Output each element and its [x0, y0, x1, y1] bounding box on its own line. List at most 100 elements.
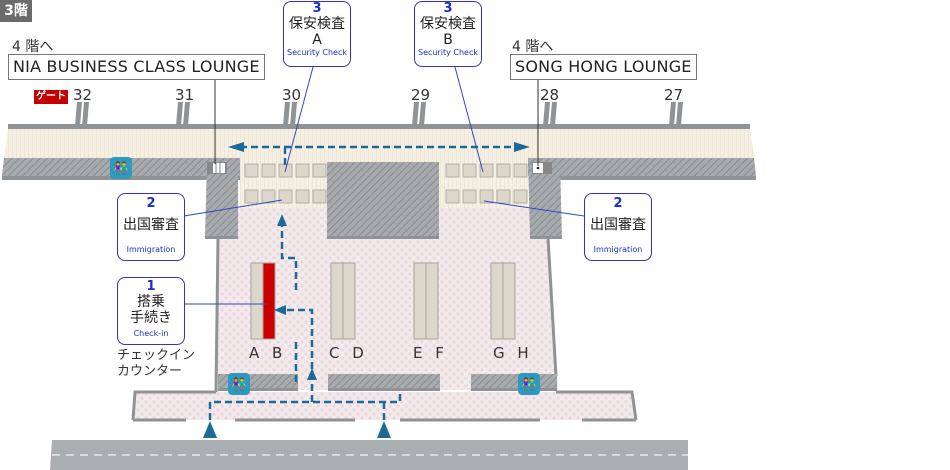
- callout-leaders: [183, 66, 585, 305]
- callout-en: Check-in: [133, 329, 169, 338]
- counter-desk: [250, 262, 264, 340]
- lounge-song-hong[interactable]: SONG HONG LOUNGE: [510, 54, 697, 80]
- security-desk: [312, 189, 327, 204]
- security-desk: [479, 163, 494, 178]
- security-desk: [479, 189, 494, 204]
- security-desk: [261, 189, 276, 204]
- wall-segment: [471, 374, 557, 388]
- central-block: [327, 162, 439, 238]
- security-desk: [445, 163, 460, 178]
- floor-badge: 3階: [0, 0, 32, 22]
- security-desk: [295, 163, 310, 178]
- upstairs-label: 4 階へ: [12, 39, 54, 55]
- counter-island-cd[interactable]: [330, 262, 356, 340]
- counter-island-ef[interactable]: [413, 262, 439, 340]
- lounge-nia-business[interactable]: NIA BUSINESS CLASS LOUNGE: [8, 54, 265, 80]
- security-desk: [295, 189, 310, 204]
- route-arrows: [208, 145, 518, 420]
- security-desk: [312, 163, 327, 178]
- upstairs-label: 4 階へ: [512, 39, 554, 55]
- gate-tag: ゲート: [34, 90, 68, 104]
- restroom-icon: 👫: [518, 373, 540, 395]
- wall-segment: [328, 374, 440, 388]
- callout-title: 出国審査: [590, 217, 646, 233]
- callout-title: 保安検査: [289, 16, 345, 32]
- step-number: 2: [146, 196, 156, 211]
- security-desks: [244, 163, 528, 204]
- callout-en: Immigration: [593, 245, 643, 254]
- security-desk: [496, 189, 511, 204]
- gate-27[interactable]: 27: [664, 86, 684, 104]
- counter-desk: [413, 262, 427, 340]
- callout-immigration-left[interactable]: 2 出国審査 Immigration: [117, 193, 185, 261]
- gate-29[interactable]: 29: [411, 86, 431, 104]
- callout-en: Security Check: [286, 48, 347, 57]
- counter-island-gh[interactable]: [490, 262, 516, 340]
- elevator-icon: [207, 162, 227, 174]
- counter-label-ab[interactable]: A B: [249, 344, 287, 362]
- callout-immigration-right[interactable]: 2 出国審査 Immigration: [584, 193, 652, 261]
- route-arrow: [203, 421, 217, 438]
- callout-sub: A: [312, 32, 322, 48]
- route-arrow: [514, 142, 530, 152]
- step-number: 3: [312, 1, 322, 16]
- security-desk: [244, 163, 259, 178]
- route-arrow: [277, 214, 287, 226]
- checkin-counters: [250, 262, 516, 340]
- callout-title: 保安検査: [420, 16, 476, 32]
- counter-desk: [490, 262, 504, 340]
- security-desk: [462, 163, 477, 178]
- restroom-icon: 👫: [228, 373, 250, 395]
- checkin-counter-label: チェックイン カウンター: [117, 348, 195, 380]
- callout-en: Security Check: [417, 48, 478, 57]
- security-desk: [261, 163, 276, 178]
- security-desk: [496, 163, 511, 178]
- gate-connectors: [75, 102, 683, 126]
- callout-title: 出国審査: [123, 217, 179, 233]
- counter-label-ef[interactable]: E F: [413, 344, 448, 362]
- route-arrow: [307, 368, 317, 380]
- security-desk: [462, 189, 477, 204]
- security-desk: [278, 189, 293, 204]
- security-desk: [445, 189, 460, 204]
- callout-security-b[interactable]: 3 保安検査 B Security Check: [414, 1, 482, 67]
- label-line-1: チェックイン: [117, 348, 196, 363]
- step-number: 2: [613, 196, 623, 211]
- wall-right: [528, 158, 756, 176]
- counter-island-ab[interactable]: [250, 262, 276, 340]
- step-number: 1: [146, 279, 156, 294]
- callout-sub: B: [443, 32, 453, 48]
- concourse: [4, 102, 754, 158]
- security-desk: [244, 189, 259, 204]
- counter-desk-highlighted: [262, 262, 276, 340]
- counter-desk: [342, 262, 356, 340]
- gate-28[interactable]: 28: [540, 86, 560, 104]
- elevator-icon: [532, 162, 552, 174]
- security-desk: [513, 163, 528, 178]
- callout-title-2: 手続き: [130, 310, 172, 326]
- route-arrow: [228, 142, 244, 152]
- gate-31[interactable]: 31: [175, 86, 195, 104]
- counter-desk: [330, 262, 344, 340]
- lounge-leaders: [214, 78, 539, 166]
- restroom-icon: 👫: [110, 157, 132, 179]
- counter-label-cd[interactable]: C D: [329, 344, 368, 362]
- departure-hall: [218, 208, 558, 390]
- immigration-booth-left: [205, 162, 238, 238]
- counter-desk: [502, 262, 516, 340]
- immigration-booth-right: [528, 162, 562, 238]
- gate-32[interactable]: 32: [73, 86, 93, 104]
- step-number: 3: [443, 1, 453, 16]
- gate-30[interactable]: 30: [282, 86, 302, 104]
- counter-label-gh[interactable]: G H: [493, 344, 533, 362]
- label-line-2: カウンター: [117, 364, 183, 379]
- callout-checkin[interactable]: 1 搭乗 手続き Check-in: [117, 277, 185, 345]
- callout-title-1: 搭乗: [137, 294, 165, 310]
- road: [50, 440, 688, 470]
- callout-en: Immigration: [126, 245, 176, 254]
- route-arrow: [377, 421, 391, 438]
- callout-security-a[interactable]: 3 保安検査 A Security Check: [283, 1, 351, 67]
- security-desk: [513, 189, 528, 204]
- counter-desk: [425, 262, 439, 340]
